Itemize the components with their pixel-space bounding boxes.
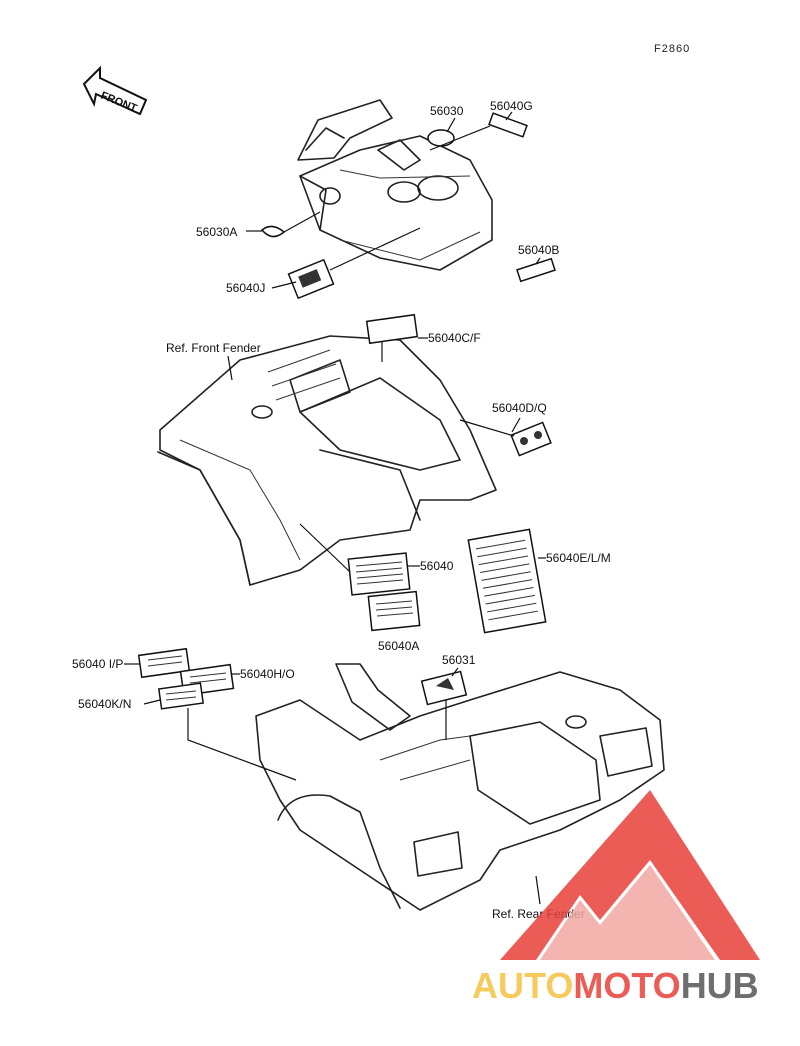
- leader-56031: [451, 667, 459, 677]
- decal-56040a-hatch: [375, 600, 414, 617]
- front-arrow-icon: FRONT: [82, 65, 148, 116]
- leader-56040dq-body: [459, 419, 515, 437]
- leader-56040kn-body: [187, 708, 297, 781]
- label-56030: 56030: [430, 104, 464, 118]
- label-56040b: 56040B: [518, 243, 559, 257]
- leader-56030: [446, 117, 456, 133]
- automotohub-watermark: AUTOMOTOHUB: [472, 790, 760, 1006]
- label-56040kn: 56040K/N: [78, 697, 131, 711]
- leader-56040dq: [511, 417, 521, 433]
- decal-56040kn: [157, 682, 205, 710]
- decal-56030: [427, 129, 455, 147]
- decal-56040dq-dot-left: [520, 437, 528, 445]
- decal-56030a: [260, 225, 286, 238]
- leader-56040kn: [143, 699, 161, 705]
- watermark-part1: AUTO: [472, 965, 573, 1006]
- decal-56040-hatch: [355, 561, 404, 585]
- decal-56040b: [516, 257, 556, 283]
- watermark-part2: MOTO: [573, 965, 680, 1006]
- label-56040ip: 56040 I/P: [72, 657, 123, 671]
- leader-56040g: [505, 111, 513, 121]
- figure-code: F2860: [654, 43, 690, 55]
- watermark-logo-icon: [500, 790, 760, 960]
- label-56040dq: 56040D/Q: [492, 401, 547, 415]
- leader-56040j: [271, 281, 297, 289]
- label-56040ho: 56040H/O: [240, 667, 295, 681]
- decal-56031-print: [436, 678, 454, 690]
- decal-56040: [347, 552, 411, 596]
- decal-56040a: [367, 590, 421, 632]
- watermark-text: AUTOMOTOHUB: [472, 965, 759, 1006]
- decal-56040g: [488, 112, 528, 138]
- leader-ref-front-fender: [227, 355, 233, 381]
- decal-56040elm-hatch: [475, 539, 538, 621]
- label-56040: 56040: [420, 559, 454, 573]
- label-56040elm: 56040E/L/M: [546, 551, 611, 565]
- decal-56040ip: [137, 647, 191, 679]
- label-56040g: 56040G: [490, 99, 533, 113]
- label-56040cf: 56040C/F: [428, 331, 481, 345]
- decal-56040elm: [467, 528, 547, 634]
- decal-56040ho-hatch: [189, 672, 227, 684]
- decal-56040j-print: [298, 269, 322, 288]
- rear-fender-illustration: [255, 663, 665, 911]
- decal-56040cf: [365, 313, 419, 345]
- label-56040j: 56040J: [226, 281, 265, 295]
- decal-56040kn-hatch: [165, 690, 197, 701]
- label-ref-front-fender: Ref. Front Fender: [166, 341, 261, 355]
- decal-56040dq-dot-right: [534, 431, 542, 439]
- leader-56040g-body: [429, 125, 491, 151]
- watermark-part3: HUB: [681, 965, 759, 1006]
- leader-56040b: [535, 257, 541, 265]
- label-56031: 56031: [442, 653, 476, 667]
- leader-56040-body: [299, 523, 351, 573]
- decal-56031: [420, 670, 468, 706]
- leader-56030a-body: [283, 211, 321, 233]
- watermark-logo-inner-icon: [540, 865, 715, 960]
- decal-56040dq: [510, 421, 552, 457]
- leader-56040j-body: [329, 227, 421, 271]
- dash-cover-illustration: [297, 99, 493, 271]
- front-fender-illustration: [157, 335, 497, 586]
- decal-56040ip-hatch: [147, 655, 183, 667]
- label-56030a: 56030A: [196, 225, 237, 239]
- label-56040a: 56040A: [378, 639, 419, 653]
- leader-ref-rear-fender: [535, 875, 541, 905]
